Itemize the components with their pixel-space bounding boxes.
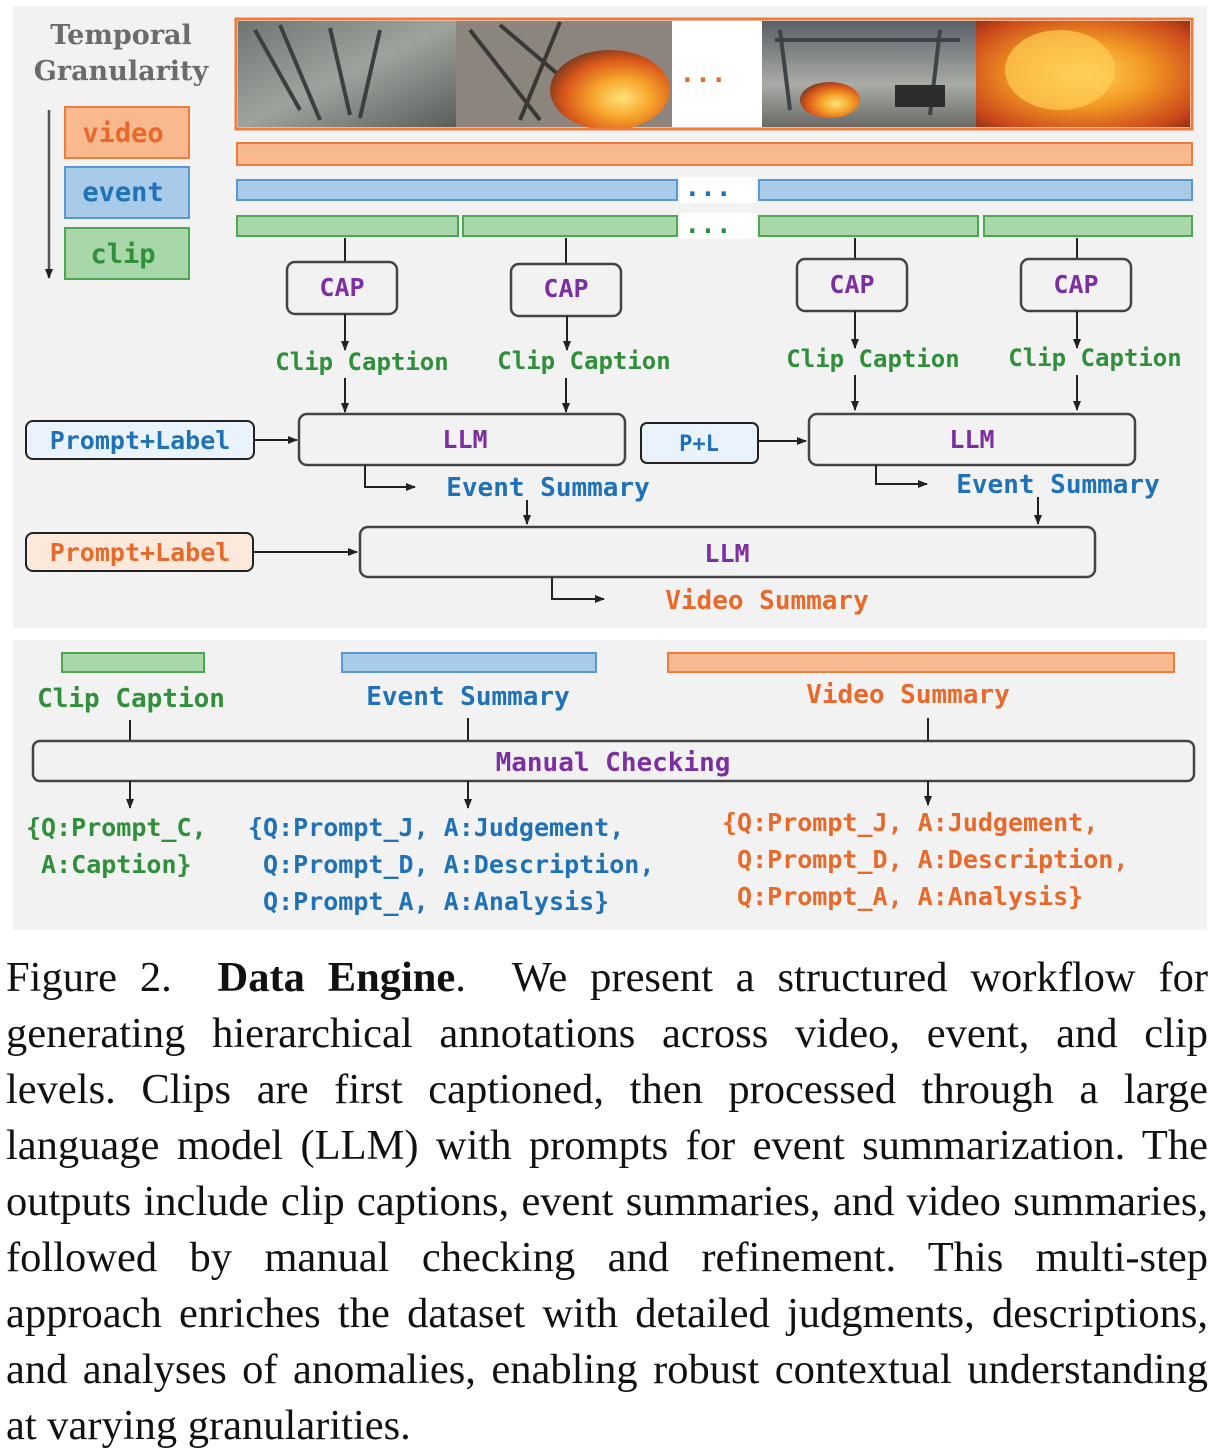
bottom-event-bar (341, 652, 597, 673)
cap-box-1 (285, 260, 399, 316)
clip-qa-line-2: A:Caption} (26, 850, 192, 879)
event-qa-line-2: Q:Prompt_D, A:Description, (248, 850, 654, 879)
frame-1 (238, 21, 456, 127)
clip-bar-4 (983, 215, 1193, 237)
legend-video-box (64, 106, 190, 159)
event-qa-line-1: {Q:Prompt_J, A:Judgement, (248, 813, 624, 842)
llm-event-label-2: LLM (949, 425, 994, 454)
figure-label: Figure 2. (6, 954, 172, 1001)
prompt-label-video-text: Prompt+Label (50, 538, 231, 567)
clip-caption-4: Clip Caption (1008, 344, 1181, 372)
legend-clip-label: clip (90, 239, 155, 270)
event-ellipsis: ... (685, 173, 732, 203)
bottom-clip-caption: Clip Caption (37, 684, 225, 714)
event-bar-1 (236, 179, 678, 201)
frames-outline (234, 17, 1194, 131)
manual-checking-box (31, 739, 1196, 783)
clip-caption-3: Clip Caption (786, 345, 959, 373)
llm-event-label-1: LLM (442, 425, 487, 454)
event-summary-1: Event Summary (446, 473, 650, 503)
granularity-title-line1: Temporal (50, 20, 192, 51)
llm-event-box-1 (297, 412, 627, 467)
figure-caption-text: We present a structured workflow for gen… (6, 954, 1209, 1449)
data-engine-diagram: Temporal Granularity video event clip ..… (13, 6, 1207, 930)
video-qa-line-2: Q:Prompt_D, A:Description, (722, 845, 1128, 874)
bottom-video-bar (667, 652, 1175, 673)
video-qa-line-1: {Q:Prompt_J, A:Judgement, (722, 808, 1098, 837)
frame-3 (762, 21, 976, 127)
legend-event-box (64, 166, 190, 219)
cap-label-2: CAP (543, 274, 588, 303)
pl-short-text: P+L (679, 432, 719, 457)
event-bar-2 (758, 179, 1193, 201)
clip-caption-1: Clip Caption (275, 348, 448, 376)
cap-label-4: CAP (1053, 270, 1098, 299)
clip-caption-2: Clip Caption (497, 347, 670, 375)
frame-3-fire (800, 82, 860, 118)
frame-gap (672, 21, 762, 127)
clip-bar-3 (758, 215, 979, 237)
cap-label-3: CAP (829, 270, 874, 299)
bottom-event-summary: Event Summary (366, 682, 570, 712)
legend-video-label: video (82, 118, 163, 149)
clip-gap (680, 213, 756, 239)
video-summary: Video Summary (665, 586, 869, 616)
video-frames: ... (234, 17, 1194, 131)
video-qa-line-3: Q:Prompt_A, A:Analysis} (722, 882, 1083, 911)
event-summary-2: Event Summary (956, 470, 1160, 500)
cap-label-1: CAP (319, 273, 364, 302)
granularity-title-line2: Granularity (34, 56, 210, 87)
figure-bold-title: Data Engine (217, 954, 456, 1001)
bottom-clip-bar (61, 652, 205, 673)
frame-2-fire (550, 50, 670, 130)
llm2-to-event-summary (875, 465, 928, 488)
llm-video-box (358, 525, 1097, 579)
prompt-label-event-text: Prompt+Label (50, 426, 231, 455)
frame-4-fire-core (1005, 30, 1115, 110)
clip-bar-2 (462, 215, 678, 237)
manual-checking-label: Manual Checking (496, 748, 731, 778)
bottom-video-summary: Video Summary (806, 680, 1010, 710)
pl-short-box (640, 422, 759, 464)
clip-ellipsis: ... (685, 210, 732, 240)
event-gap (680, 177, 756, 203)
video-llm-to-summary (551, 578, 605, 603)
frame-3-truck (895, 85, 945, 107)
frame-ellipsis: ... (680, 59, 727, 89)
bottom-panel (13, 640, 1207, 930)
legend-event-label: event (82, 177, 163, 208)
llm1-to-event-summary (364, 465, 416, 491)
figure-caption: Figure 2. Data Engine. We present a stru… (6, 954, 1209, 1449)
event-qa-line-3: Q:Prompt_A, A:Analysis} (248, 887, 609, 916)
legend-clip-box (64, 227, 190, 280)
frame-1-structure (253, 24, 382, 121)
llm-event-box-2 (807, 412, 1137, 467)
clip-bar-1 (236, 215, 459, 237)
clip-qa-line-1: {Q:Prompt_C, (26, 813, 207, 842)
video-bar (236, 142, 1193, 166)
llm-video-label: LLM (704, 539, 749, 568)
cap-box-3 (795, 257, 909, 313)
